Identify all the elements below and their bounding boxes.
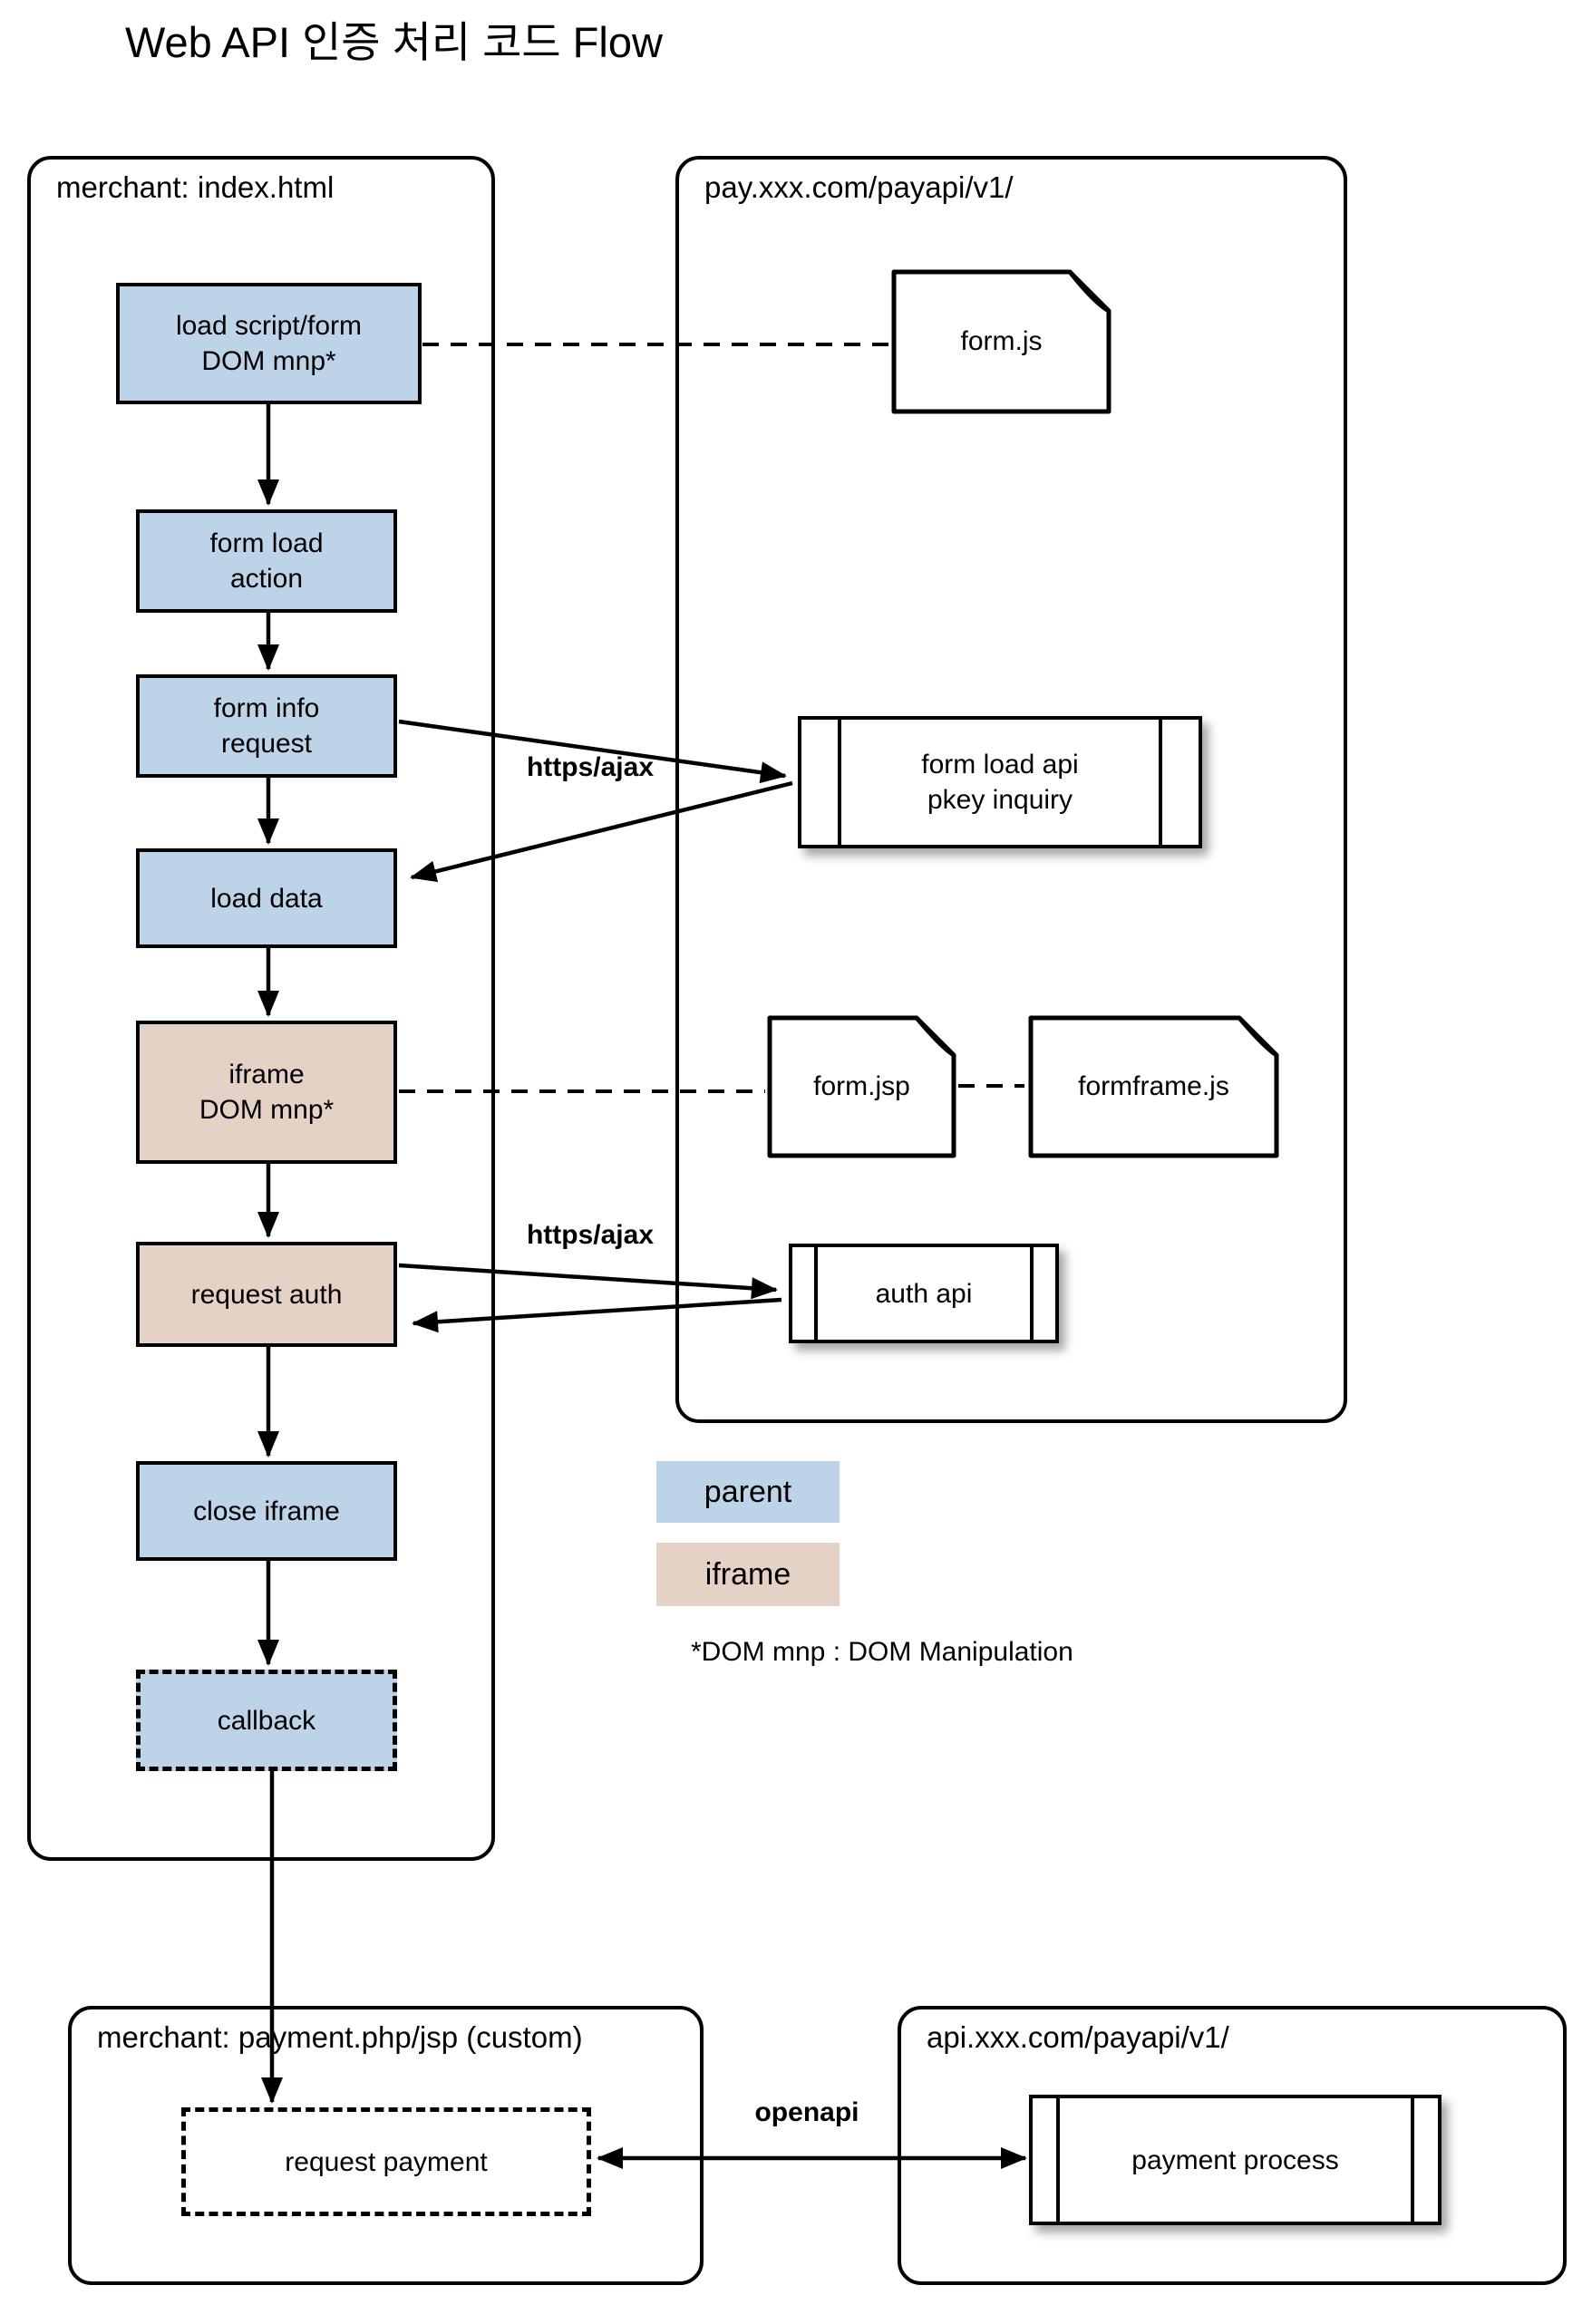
component-auth-api-label: auth api [875, 1278, 973, 1309]
container-merchant-payment: merchant: payment.php/jsp (custom) [68, 2006, 704, 2285]
document-formframe-js-label: formframe.js [1078, 1071, 1229, 1101]
node-iframe-dom-mnp: iframe DOM mnp* [136, 1021, 397, 1164]
component-form-load-api: form load api pkey inquiry [798, 716, 1202, 848]
component-auth-api: auth api [789, 1244, 1059, 1343]
legend-parent-swatch: parent [656, 1461, 840, 1523]
node-form-load-action: form load action [136, 509, 397, 613]
container-api: api.xxx.com/payapi/v1/ [898, 2006, 1567, 2285]
edge-label-https-ajax-top: https/ajax [526, 752, 655, 782]
component-payment-process-label: payment process [1131, 2145, 1339, 2175]
page-title: Web API 인증 처리 코드 Flow [125, 18, 663, 66]
document-icon [767, 1015, 956, 1158]
container-merchant-index-label: merchant: index.html [56, 170, 335, 204]
component-right-bar [1411, 2098, 1414, 2222]
document-icon [1028, 1015, 1279, 1158]
component-left-bar [1056, 2098, 1060, 2222]
document-form-js: form.js [891, 269, 1111, 414]
document-form-js-label: form.js [960, 326, 1043, 356]
document-form-jsp: form.jsp [767, 1015, 956, 1158]
container-pay-api-label: pay.xxx.com/payapi/v1/ [704, 170, 1014, 204]
legend-note: *DOM mnp : DOM Manipulation [691, 1637, 1073, 1667]
container-api-label: api.xxx.com/payapi/v1/ [927, 2020, 1229, 2054]
component-left-bar [838, 720, 841, 845]
legend-iframe-swatch: iframe [656, 1543, 840, 1606]
document-formframe-js: formframe.js [1028, 1015, 1279, 1158]
container-merchant-payment-label: merchant: payment.php/jsp (custom) [97, 2020, 583, 2054]
node-request-auth: request auth [136, 1242, 397, 1347]
node-request-payment: request payment [181, 2107, 591, 2216]
document-icon [891, 269, 1111, 414]
component-right-bar [1030, 1247, 1034, 1340]
node-form-info-request: form info request [136, 674, 397, 778]
node-load-script-form: load script/form DOM mnp* [116, 283, 422, 404]
edge-label-https-ajax-bottom: https/ajax [526, 1220, 655, 1250]
container-merchant-index: merchant: index.html [27, 156, 495, 1861]
node-close-iframe: close iframe [136, 1461, 397, 1561]
edge-label-openapi: openapi [754, 2097, 859, 2127]
component-right-bar [1159, 720, 1162, 845]
node-callback: callback [136, 1670, 397, 1771]
component-left-bar [814, 1247, 818, 1340]
component-form-load-api-label: form load api pkey inquiry [921, 750, 1079, 815]
node-load-data: load data [136, 848, 397, 948]
component-payment-process: payment process [1029, 2095, 1442, 2225]
document-form-jsp-label: form.jsp [813, 1071, 910, 1101]
